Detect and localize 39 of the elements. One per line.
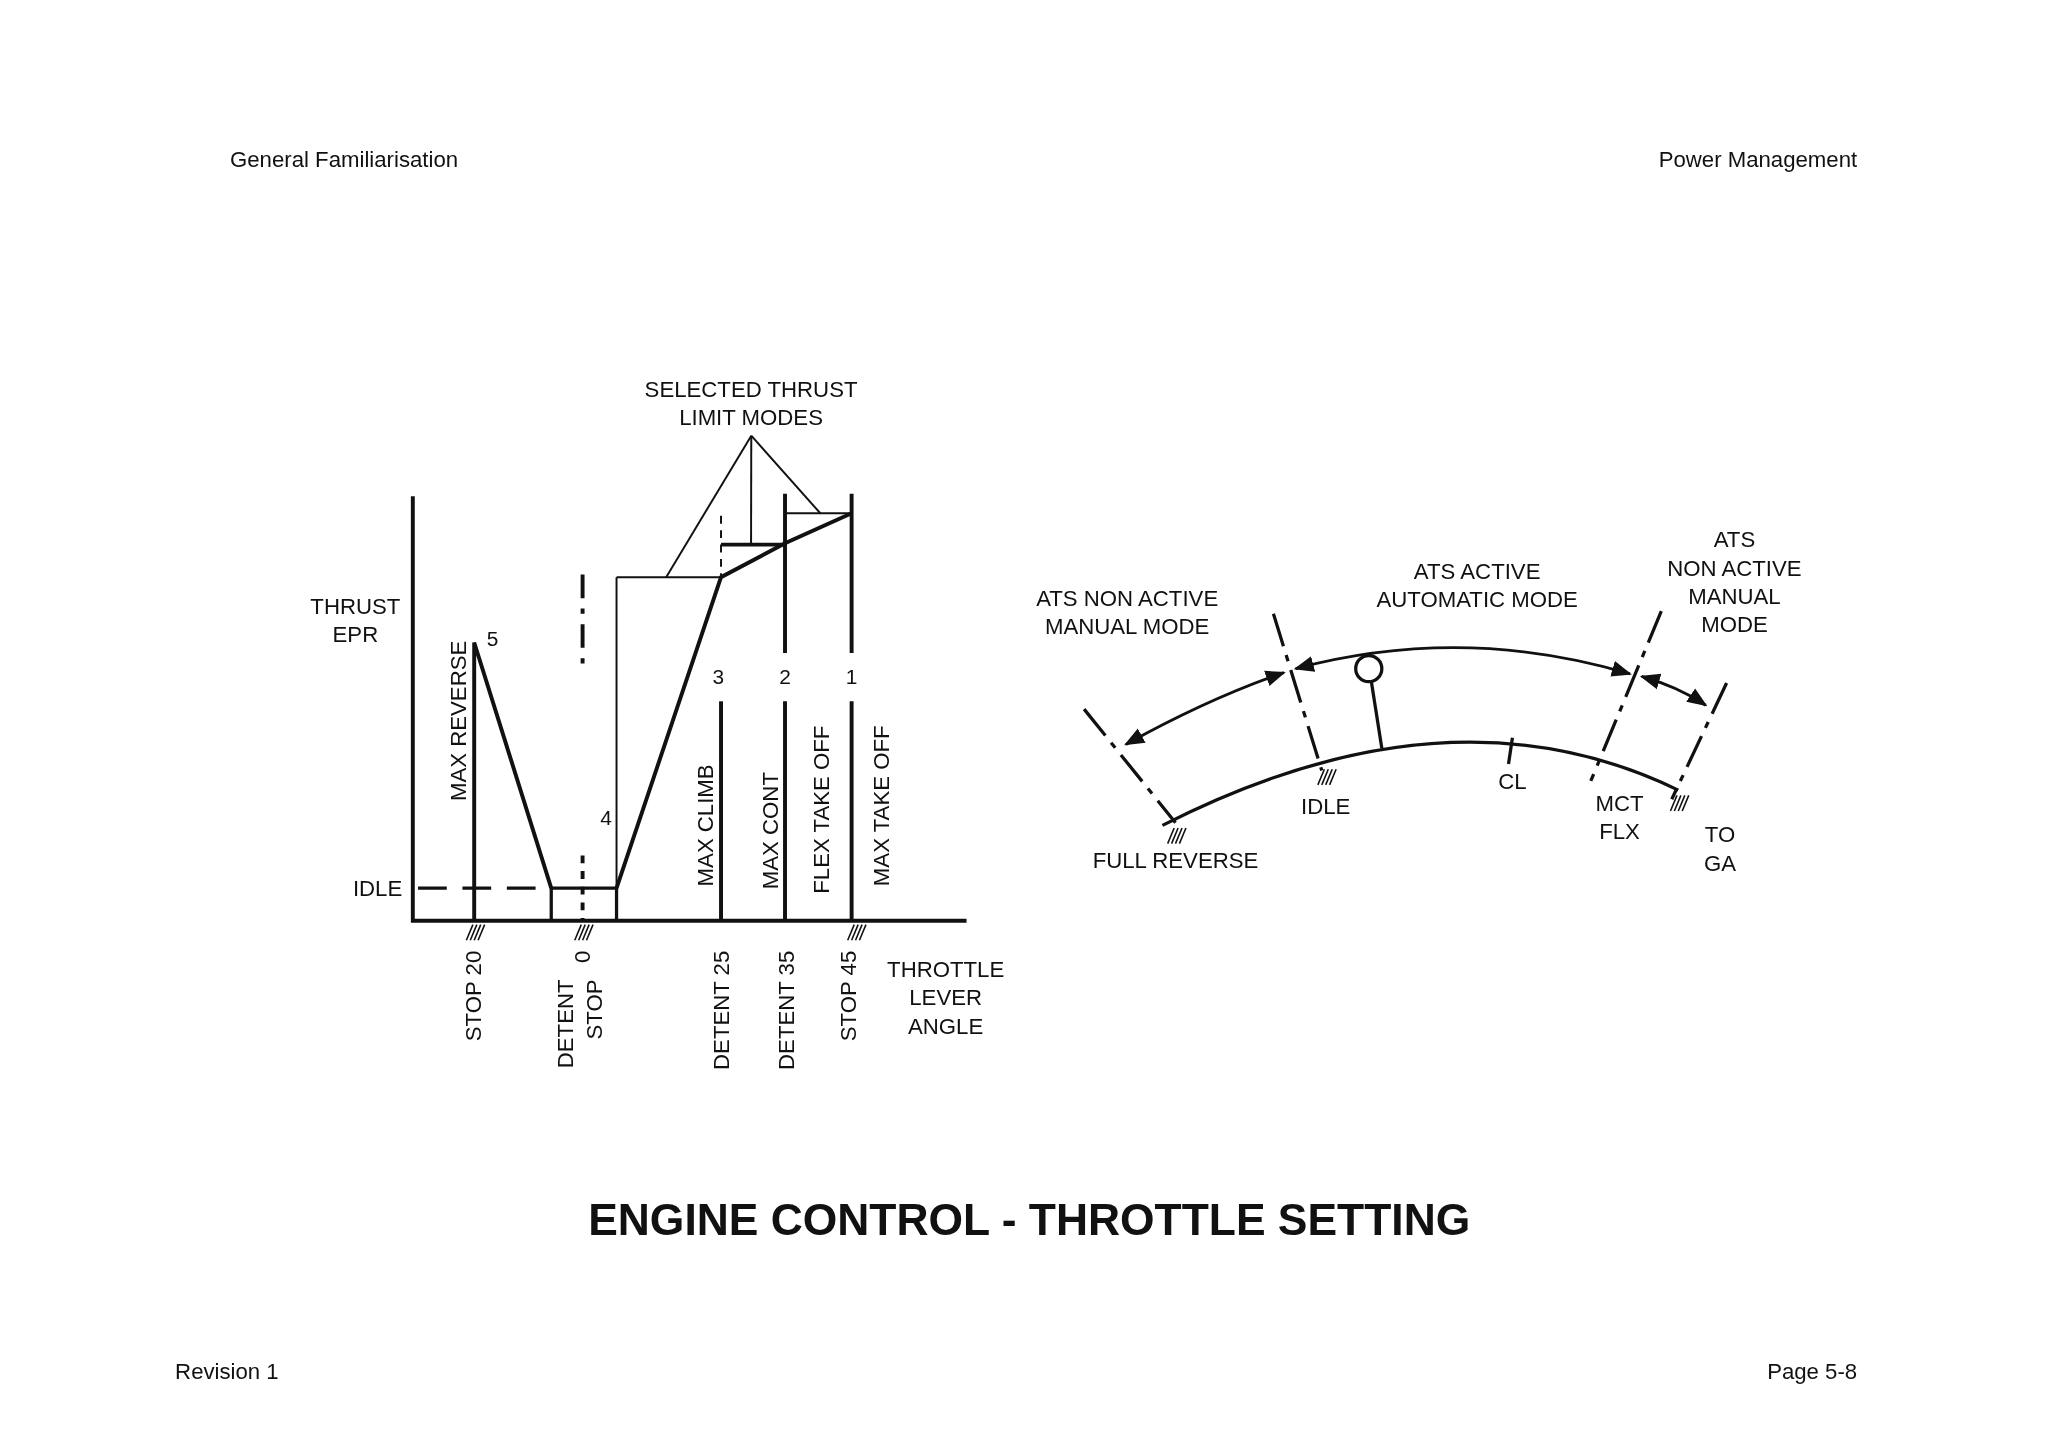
header-text: Power Management [1658, 147, 1858, 173]
stop-label: DETENT STOP [553, 979, 607, 1069]
callout-number: 3 [712, 665, 725, 689]
leader-line [665, 434, 753, 579]
mode-label: ATS NON ACTIVE MANUAL MODE [1667, 527, 1802, 638]
thrust-limit-line [615, 576, 722, 579]
leader-line [750, 434, 822, 515]
mode-label: MAX TAKE OFF [869, 725, 895, 887]
callout-label: SELECTED THRUST LIMIT MODES [644, 377, 858, 431]
stop-label: 0 [570, 950, 596, 964]
position-label: IDLE [1301, 793, 1351, 819]
mode-label: MAX REVERSE [446, 640, 472, 802]
axis-label: THROTTLE LEVER ANGLE [887, 956, 1005, 1039]
mode-label: MAX CONT [758, 772, 784, 890]
position-label: FULL REVERSE [1092, 848, 1259, 874]
stop-label: STOP 20 [460, 950, 486, 1042]
callout-number: 5 [486, 627, 499, 651]
mode-label: ATS ACTIVE AUTOMATIC MODE [1376, 558, 1578, 612]
header-text: General Familiarisation [230, 147, 459, 173]
position-label: MCT FLX [1595, 791, 1644, 845]
callout-number: 2 [779, 665, 791, 689]
footer-text: Page 5-8 [1767, 1359, 1858, 1385]
leader-line [750, 434, 753, 546]
callout-number: 4 [600, 806, 612, 830]
axis-label: IDLE [352, 875, 403, 901]
mode-label: MAX CLIMB [693, 764, 719, 887]
diagram-title: ENGINE CONTROL - THROTTLE SETTING [588, 1195, 1471, 1245]
stop-label: DETENT 25 [708, 950, 734, 1070]
mode-label: FLEX TAKE OFF [809, 725, 835, 894]
stop-label: STOP 45 [835, 950, 861, 1042]
position-label: TO GA [1704, 822, 1737, 876]
axis-label: THRUST EPR [310, 593, 401, 648]
mode-label: ATS NON ACTIVE MANUAL MODE [1036, 585, 1219, 640]
callout-number: 1 [845, 665, 858, 689]
thrust-limit-line [784, 512, 853, 515]
stop-label: DETENT 35 [774, 950, 800, 1070]
footer-text: Revision 1 [175, 1359, 279, 1385]
thrust-limit-line [721, 542, 785, 547]
position-label: CL [1498, 768, 1527, 794]
